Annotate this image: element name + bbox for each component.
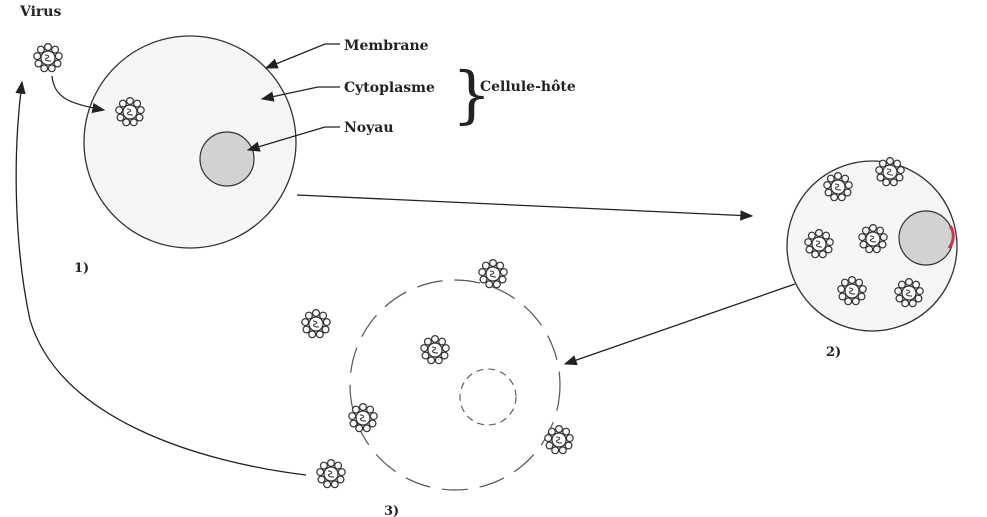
cytoplasm-label: Cytoplasme [344, 80, 435, 96]
virus-icon [34, 44, 62, 72]
nucleus-label: Noyau [344, 120, 394, 136]
membrane-pointer [266, 44, 340, 68]
membrane-label: Membrane [344, 38, 429, 54]
replication-arrow [297, 195, 752, 216]
step-3-label: 3) [384, 504, 399, 517]
infected-cell-nucleus [899, 211, 953, 265]
virus-icon [421, 336, 449, 364]
virus-icon [317, 460, 345, 488]
host-cell-label: Cellule-hôte [480, 79, 576, 95]
step-2-label: 2) [826, 345, 841, 360]
host-cell-nucleus [200, 132, 254, 186]
host-cell-membrane [84, 36, 296, 248]
virus-label: Virus [19, 4, 61, 20]
lysed-cell-membrane [350, 280, 560, 490]
lysis-arrow [565, 284, 795, 364]
virus-icon [545, 426, 573, 454]
step-1-label: 1) [74, 261, 89, 276]
virus-icon [302, 310, 330, 338]
virus-icon [349, 404, 377, 432]
lysed-cell-nucleus [460, 369, 516, 425]
virus-icon [479, 260, 507, 288]
